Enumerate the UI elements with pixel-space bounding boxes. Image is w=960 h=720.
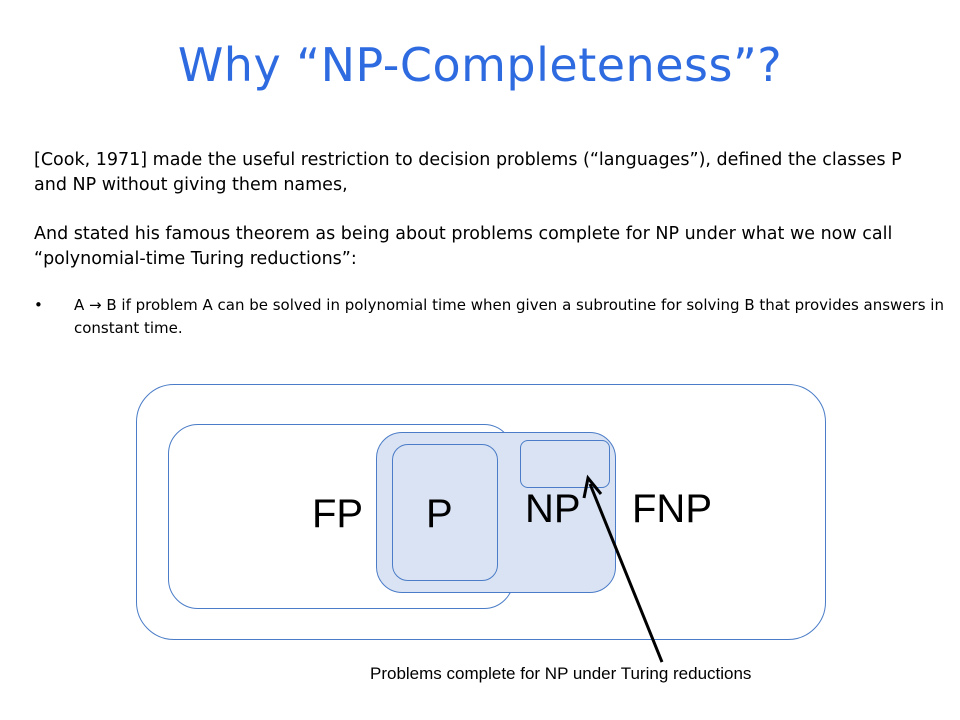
diagram-caption: Problems complete for NP under Turing re… <box>370 664 752 683</box>
bullet-text: A → B if problem A can be solved in poly… <box>74 296 944 337</box>
paragraph-theorem: And stated his famous theorem as being a… <box>34 224 893 269</box>
fp-label: FP <box>312 492 364 536</box>
fnp-region <box>136 384 826 640</box>
p-label: P <box>426 492 453 536</box>
bullet-marker: • <box>34 296 43 314</box>
np-label: NP <box>525 487 581 531</box>
np-complete-region <box>520 440 610 488</box>
fnp-label: FNP <box>632 487 712 531</box>
slide-title: Why “NP-Completeness”? <box>177 38 783 92</box>
p-region <box>392 444 498 581</box>
paragraph-cook: [Cook, 1971] made the useful restriction… <box>34 150 902 195</box>
arrow-head <box>582 474 603 499</box>
arrow-shaft <box>588 483 664 663</box>
